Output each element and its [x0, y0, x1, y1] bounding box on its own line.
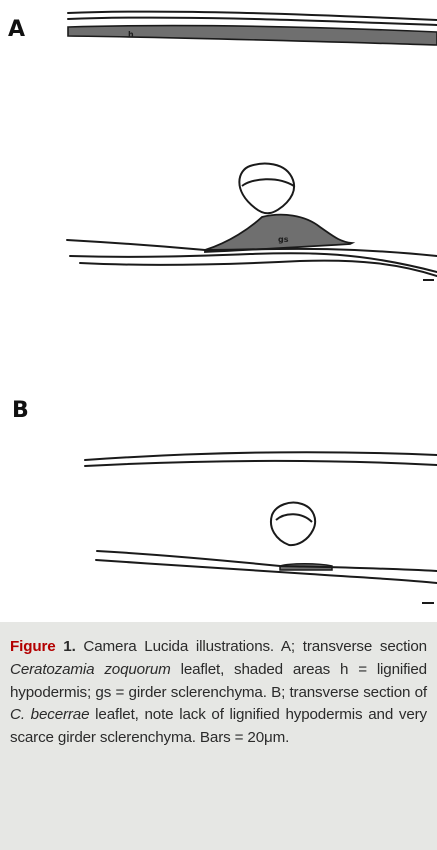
- species-name-1: Ceratozamia zoquorum: [10, 661, 171, 678]
- panel-b-upper-section: [85, 452, 437, 466]
- panel-a-upper-section: [68, 12, 437, 45]
- panel-b-lower-section: [96, 551, 437, 583]
- caption-text-1: Camera Lucida illustrations. A; transver…: [76, 638, 427, 655]
- panel-b-label: B: [12, 398, 29, 423]
- panel-a-vascular-bundle: [239, 164, 294, 214]
- figure-word: Figure: [10, 638, 56, 655]
- species-name-2: C. becerrae: [10, 706, 89, 723]
- caption-text: Figure 1. Camera Lucida illustrations. A…: [10, 636, 427, 750]
- panel-b-vascular-bundle: [271, 503, 315, 545]
- hypodermis-label: h: [128, 30, 134, 39]
- figure-caption: Figure 1. Camera Lucida illustrations. A…: [0, 622, 437, 850]
- panel-a-label: A: [8, 17, 25, 42]
- hypodermis-shading: [68, 26, 437, 45]
- figure-illustration: A h gs B: [0, 0, 437, 622]
- figure-number: 1.: [63, 638, 75, 655]
- girder-sclerenchyma-a: [205, 215, 352, 252]
- girder-label: gs: [278, 235, 289, 244]
